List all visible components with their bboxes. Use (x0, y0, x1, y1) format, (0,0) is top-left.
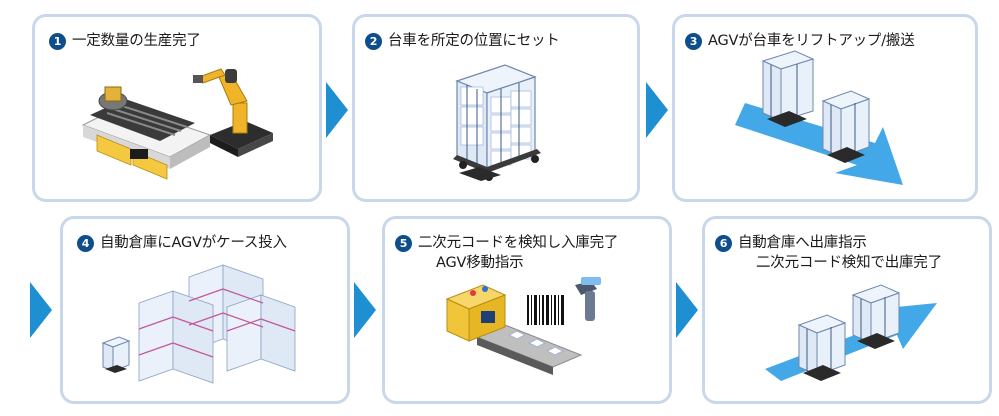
step-title-3: 3 AGVが台車をリフトアップ/搬送 (685, 31, 915, 51)
agv-outbound-illustration (765, 284, 937, 381)
step-card-5: 5 二次元コードを検知し入庫完了 AGV移動指示 (382, 216, 672, 404)
step-label: 自動倉庫にAGVがケース投入 (100, 235, 287, 251)
step-card-6: 6 自動倉庫へ出庫指示 二次元コード検知で出庫完了 (702, 216, 992, 404)
step-number-badge: 6 (715, 235, 732, 252)
step-number-badge: 4 (77, 235, 94, 252)
step-card-2: 2 台車を所定の位置にセット (352, 14, 640, 202)
step-label: 二次元コードを検知し入庫完了 (418, 235, 619, 251)
agv-transport-illustration (735, 50, 903, 185)
step-label-line2: AGV移動指示 (436, 255, 524, 271)
step-title-5: 5 二次元コードを検知し入庫完了 AGV移動指示 (395, 233, 618, 273)
step-title-6: 6 自動倉庫へ出庫指示 二次元コード検知で出庫完了 (715, 233, 942, 273)
step-number-badge: 5 (395, 235, 412, 252)
step-card-4: 4 自動倉庫にAGVがケース投入 (60, 216, 350, 404)
step-number-badge: 2 (365, 33, 382, 50)
flow-arrow-3-4 (30, 282, 52, 338)
cart-illustration (453, 64, 541, 181)
automated-warehouse-illustration (101, 264, 296, 384)
flow-arrow-4-5 (354, 282, 376, 338)
step-number-badge: 1 (49, 33, 66, 50)
flow-arrow-1-2 (326, 82, 348, 138)
step-label: 台車を所定の位置にセット (388, 33, 560, 49)
barcode-scan-illustration (445, 277, 601, 375)
step-label-line2: 二次元コード検知で出庫完了 (756, 255, 942, 271)
production-line-illustration (81, 68, 273, 180)
step-title-2: 2 台車を所定の位置にセット (365, 31, 560, 51)
step-title-4: 4 自動倉庫にAGVがケース投入 (77, 233, 287, 253)
flow-arrow-2-3 (646, 82, 668, 138)
step-title-1: 1 一定数量の生産完了 (49, 31, 201, 51)
step-card-3: 3 AGVが台車をリフトアップ/搬送 (672, 14, 978, 202)
flow-arrow-5-6 (676, 282, 698, 338)
step-label: 一定数量の生産完了 (72, 33, 201, 49)
step-number-badge: 3 (685, 33, 702, 50)
step-label: AGVが台車をリフトアップ/搬送 (708, 33, 915, 49)
step-label: 自動倉庫へ出庫指示 (738, 235, 867, 251)
step-card-1: 1 一定数量の生産完了 (32, 14, 322, 202)
